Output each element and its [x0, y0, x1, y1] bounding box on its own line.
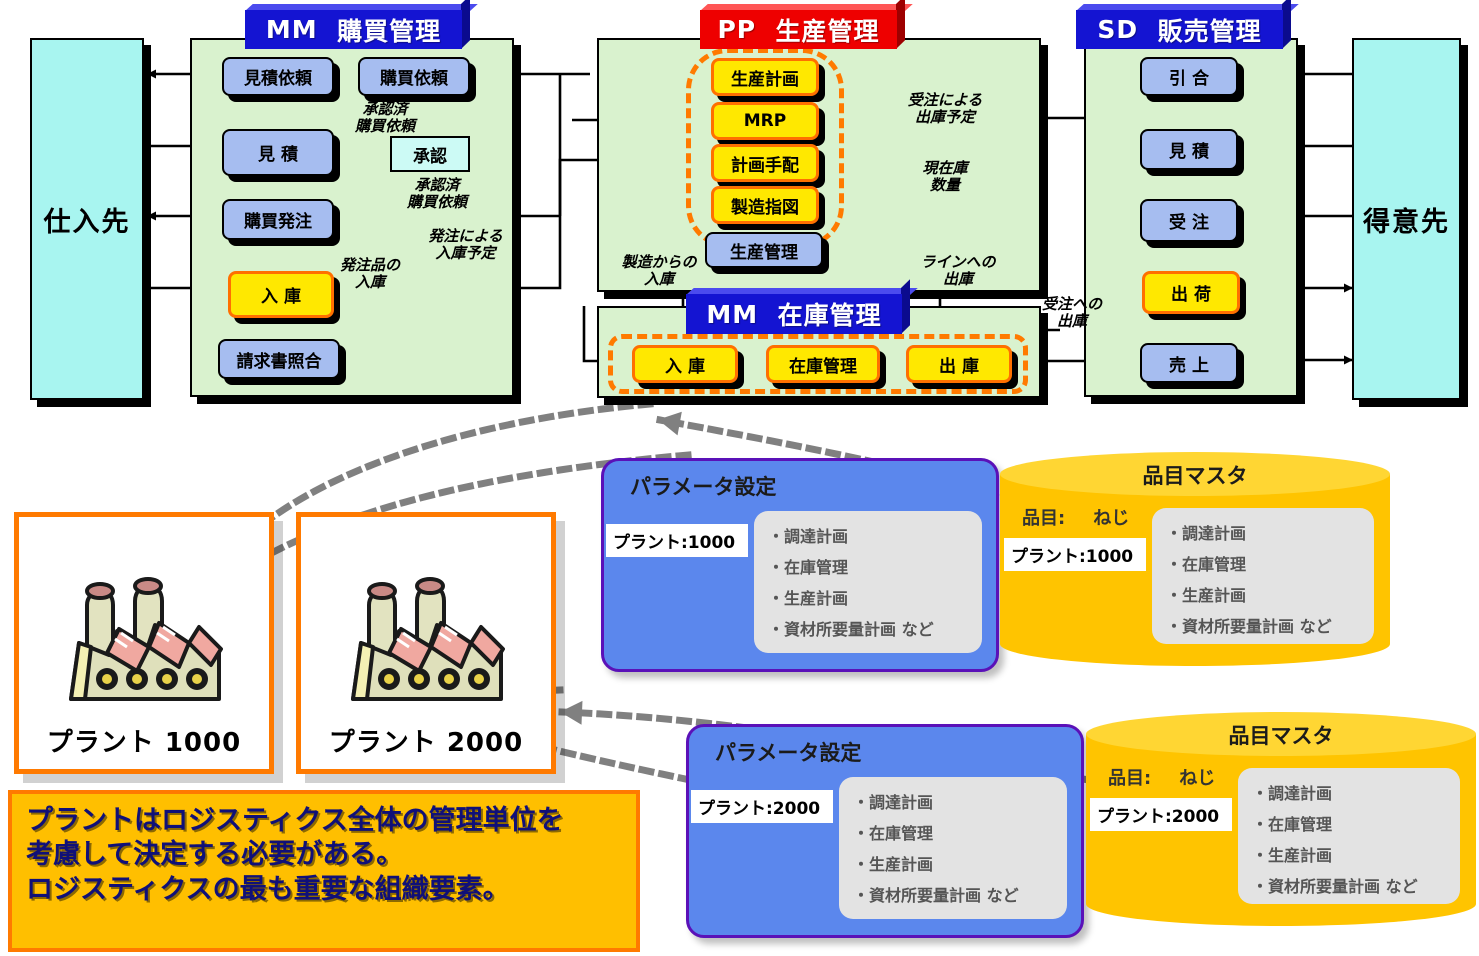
callout-line-3: ロジスティクスの最も重要な組織要素。	[26, 873, 510, 905]
caption-approved-pr-1: 承認済購買依頼	[354, 100, 415, 136]
node-rfq[interactable]: 見積依頼	[222, 57, 334, 96]
party-customer-label: 得意先	[1363, 206, 1450, 238]
material-master-1000-item: 品目:ねじ	[1022, 508, 1130, 529]
caption-po-gr-plan: 発注による入庫予定	[428, 227, 503, 263]
parameter-card-1000-list: ・調達計画 ・在庫管理 ・生産計画 ・資材所要量計画 など	[754, 511, 982, 653]
plant-card-2000[interactable]: プラント 2000	[296, 512, 556, 774]
party-supplier-label: 仕入先	[43, 206, 131, 238]
node-purchase-order[interactable]: 購買発注	[222, 199, 334, 240]
material-master-1000-title: 品目マスタ	[1142, 464, 1248, 488]
plant-1000-caption: プラント 1000	[46, 728, 242, 758]
caption-gi-to-order: 受注への出庫	[1041, 295, 1102, 331]
caption-current-stock: 現在庫数量	[922, 159, 968, 195]
list-item: ・在庫管理	[1166, 555, 1247, 574]
list-item: ・資材所要量計画 など	[1252, 877, 1418, 896]
list-item: ・在庫管理	[1252, 815, 1333, 834]
module-title-pp-production: PP 生産管理	[700, 0, 913, 50]
node-production-order[interactable]: 製造指図	[711, 186, 819, 224]
node-mrp[interactable]: MRP	[711, 102, 819, 140]
node-inquiry[interactable]: 引 合	[1140, 57, 1238, 96]
node-delivery[interactable]: 出 荷	[1142, 271, 1240, 314]
node-planned-order[interactable]: 計画手配	[711, 144, 819, 182]
node-production-plan[interactable]: 生産計画	[711, 58, 819, 96]
caption-approved-pr-2: 承認済購買依頼	[406, 176, 467, 212]
callout-plant-note: プラントはロジスティクス全体の管理単位を 考慮して決定する必要がある。 ロジステ…	[8, 790, 640, 952]
material-master-2000-title: 品目マスタ	[1228, 724, 1334, 748]
factory-icon	[69, 577, 223, 701]
party-supplier: 仕入先	[30, 38, 144, 400]
plant-card-1000[interactable]: プラント 1000	[14, 512, 274, 774]
parameter-card-1000[interactable]: パラメータ設定 ・調達計画 ・在庫管理 ・生産計画 ・資材所要量計画 など	[601, 458, 999, 672]
node-billing[interactable]: 売 上	[1140, 343, 1238, 383]
node-sales-order[interactable]: 受 注	[1140, 199, 1238, 242]
list-item: ・調達計画	[1166, 524, 1247, 543]
list-item: ・在庫管理	[768, 558, 849, 577]
material-master-2000-plant-tag: プラント:2000	[1090, 798, 1232, 831]
callout-line-1: プラントはロジスティクス全体の管理単位を	[26, 805, 564, 836]
module-title-sd-sales: SD 販売管理	[1076, 0, 1299, 50]
mm-purchasing-title: MM	[265, 15, 318, 44]
material-master-2000-item: 品目:ねじ	[1108, 768, 1216, 789]
node-goods-receipt[interactable]: 入 庫	[228, 271, 334, 318]
list-item: ・調達計画	[1252, 784, 1333, 803]
list-item: ・生産計画	[1252, 846, 1333, 865]
parameter-card-2000[interactable]: パラメータ設定 ・調達計画 ・在庫管理 ・生産計画 ・資材所要量計画 など	[686, 724, 1084, 938]
caption-ordered-goods: 発注品の入庫	[339, 256, 400, 292]
node-production-control[interactable]: 生産管理	[705, 232, 823, 268]
material-master-2000[interactable]: 品目マスタ 品目:ねじ ・調達計画 ・在庫管理 ・生産計画 ・資材所要量計画 な…	[1086, 712, 1476, 926]
factory-icon	[351, 577, 505, 701]
party-customer: 得意先	[1352, 38, 1461, 400]
node-inventory-receipt[interactable]: 入 庫	[632, 345, 738, 383]
callout-line-2: 考慮して決定する必要がある。	[26, 839, 404, 871]
module-title-mm-inventory: MM 在庫管理	[686, 279, 918, 334]
material-master-1000-plant-tag: プラント:1000	[1004, 538, 1146, 571]
node-sales-quotation[interactable]: 見 積	[1140, 129, 1238, 170]
parameter-card-1000-plant-tag: プラント:1000	[606, 524, 748, 557]
parameter-card-1000-title: パラメータ設定	[630, 475, 777, 499]
module-title-mm-purchasing: MM 購買管理	[245, 0, 478, 50]
list-item: ・資材所要量計画 など	[853, 886, 1019, 905]
parameter-card-2000-list: ・調達計画 ・在庫管理 ・生産計画 ・資材所要量計画 など	[839, 777, 1067, 919]
node-purchase-requisition[interactable]: 購買依頼	[358, 57, 470, 96]
node-invoice-verification[interactable]: 請求書照合	[218, 339, 340, 379]
list-item: ・在庫管理	[853, 824, 934, 843]
inventory-highlight-ring	[608, 334, 1028, 394]
node-quotation[interactable]: 見 積	[222, 129, 334, 176]
caption-so-gi-plan: 受注による出庫予定	[907, 91, 983, 127]
caption-to-line: ラインへの出庫	[920, 253, 996, 289]
material-master-1000-list: ・調達計画 ・在庫管理 ・生産計画 ・資材所要量計画 など	[1152, 508, 1374, 644]
node-inventory-issue[interactable]: 出 庫	[906, 345, 1012, 383]
parameter-card-2000-plant-tag: プラント:2000	[691, 790, 833, 823]
list-item: ・資材所要量計画 など	[1166, 617, 1332, 636]
list-item: ・生産計画	[1166, 586, 1247, 605]
material-master-1000[interactable]: 品目マスタ 品目:ねじ ・調達計画 ・在庫管理 ・生産計画 ・資材所要量計画 な…	[1000, 452, 1390, 666]
node-stock-management[interactable]: 在庫管理	[766, 345, 880, 383]
list-item: ・生産計画	[768, 589, 849, 608]
plant-2000-caption: プラント 2000	[328, 728, 524, 758]
cylinder-top	[1086, 712, 1476, 756]
list-item: ・生産計画	[853, 855, 934, 874]
list-item: ・資材所要量計画 など	[768, 620, 934, 639]
material-master-2000-list: ・調達計画 ・在庫管理 ・生産計画 ・資材所要量計画 など	[1238, 768, 1460, 904]
node-approval[interactable]: 承認	[390, 136, 470, 172]
list-item: ・調達計画	[853, 793, 934, 812]
caption-from-production: 製造からの入庫	[621, 253, 697, 289]
module-sd-sales	[1084, 38, 1298, 397]
list-item: ・調達計画	[768, 527, 849, 546]
parameter-card-2000-title: パラメータ設定	[715, 741, 862, 765]
